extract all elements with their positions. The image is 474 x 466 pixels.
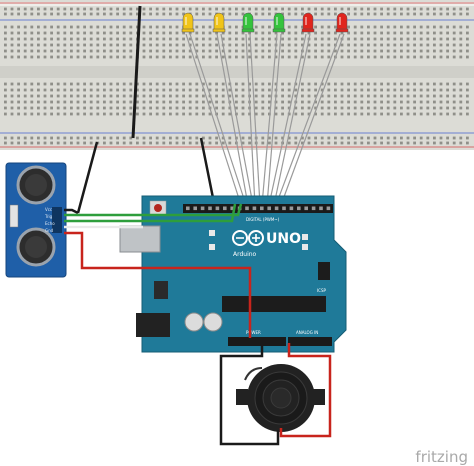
capacitor bbox=[203, 312, 223, 332]
led-leg bbox=[268, 33, 307, 206]
buzzer-wires bbox=[219, 343, 332, 446]
led-highlight bbox=[305, 17, 307, 25]
led-highlight bbox=[185, 17, 187, 25]
led-leg bbox=[220, 33, 254, 206]
led-rim bbox=[301, 28, 315, 33]
led-red[interactable] bbox=[336, 12, 348, 31]
sensor-wires bbox=[64, 203, 252, 338]
led-leg bbox=[275, 33, 341, 206]
led-highlight bbox=[339, 17, 341, 25]
digital-label: DIGITAL (PWM~) bbox=[246, 217, 280, 222]
led-green[interactable] bbox=[273, 12, 285, 31]
led-leg bbox=[280, 33, 345, 206]
led-rim bbox=[212, 28, 226, 33]
led-leg bbox=[185, 33, 242, 206]
led-rim bbox=[241, 28, 255, 33]
voltage-regulator bbox=[154, 281, 168, 299]
power-header bbox=[228, 337, 286, 346]
led-legs bbox=[185, 33, 345, 206]
sensor-pin-echo: Echo bbox=[45, 221, 55, 226]
led-yellow[interactable] bbox=[213, 12, 225, 31]
power-label: POWER bbox=[246, 330, 261, 335]
analog-label: ANALOG IN bbox=[296, 330, 318, 335]
led-rim bbox=[335, 28, 349, 33]
led-leg bbox=[266, 33, 282, 206]
led-rim bbox=[272, 28, 286, 33]
sensor-pin-gnd: Gnd bbox=[45, 228, 54, 233]
led-leg bbox=[216, 33, 249, 206]
breadboard bbox=[0, 0, 474, 150]
led-leg bbox=[273, 33, 311, 206]
led-green[interactable] bbox=[242, 12, 254, 31]
digital-header bbox=[183, 204, 333, 213]
led-row bbox=[181, 12, 349, 33]
board-brand-label: Arduino bbox=[233, 251, 257, 258]
board-model-label: UNO bbox=[266, 231, 301, 247]
analog-header bbox=[288, 337, 332, 346]
sensor-pin-vcc: Vcc bbox=[45, 207, 52, 212]
ultrasonic-sensor[interactable]: Vcc Trig Echo Gnd bbox=[5, 162, 67, 278]
led-leg bbox=[261, 33, 278, 206]
fritzing-watermark: fritzing bbox=[415, 448, 468, 466]
icsp-label: ICSP bbox=[317, 288, 327, 293]
led-highlight bbox=[216, 17, 218, 25]
sensor-pin-trig: Trig bbox=[44, 214, 53, 219]
arduino-uno-board[interactable]: UNO Arduino ICSP DIGITAL (PWM~) POWER AN… bbox=[119, 195, 347, 353]
breadboard-jumpers bbox=[76, 5, 216, 214]
capacitor bbox=[184, 312, 204, 332]
led-leg bbox=[189, 33, 247, 206]
led-leg bbox=[249, 33, 261, 206]
led-highlight bbox=[245, 17, 247, 25]
led-rim bbox=[181, 28, 195, 33]
usb-port bbox=[119, 225, 161, 253]
led-highlight bbox=[276, 17, 278, 25]
piezo-buzzer[interactable] bbox=[236, 364, 325, 432]
led-red[interactable] bbox=[302, 12, 314, 31]
microcontroller-chip bbox=[222, 296, 326, 312]
led-leg bbox=[245, 33, 256, 206]
led-yellow[interactable] bbox=[182, 12, 194, 31]
power-jack bbox=[136, 313, 170, 337]
arduino-logo bbox=[232, 230, 264, 246]
